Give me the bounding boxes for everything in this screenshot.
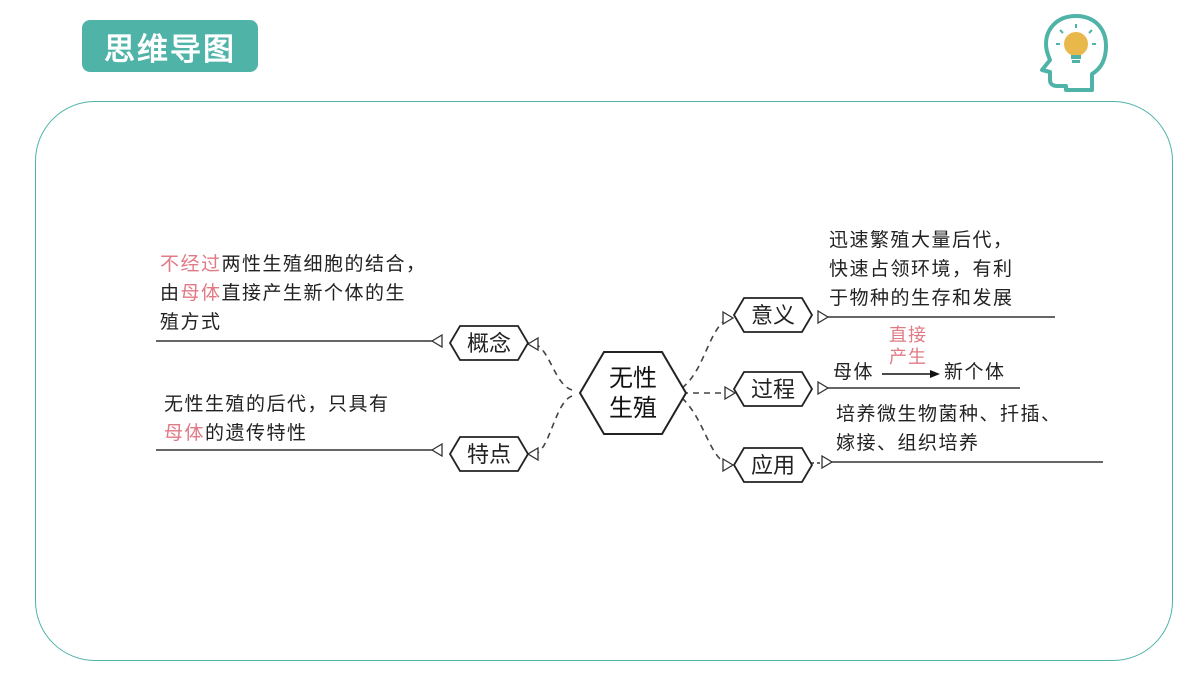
process-to: 新个体	[944, 361, 1006, 383]
meaning-line1: 迅速繁殖大量后代，	[829, 229, 1014, 251]
arrowhead-concept-center	[526, 336, 539, 352]
arrowhead-meaning-in	[722, 310, 735, 326]
node-process	[732, 371, 814, 407]
arrowhead-process-out	[817, 380, 830, 396]
arrowhead-application-out	[821, 454, 834, 470]
concept-line1: 不经过两性生殖细胞的结合，	[160, 253, 427, 275]
meaning-line3: 于物种的生存和发展	[829, 287, 1014, 309]
arrowhead-meaning-out	[817, 309, 830, 325]
feature-line2: 母体的遗传特性	[164, 422, 308, 444]
node-process-label: 过程	[751, 378, 795, 403]
arrowhead-feature-center	[526, 446, 539, 462]
center-node	[578, 351, 688, 435]
connector-feature	[534, 395, 573, 455]
node-concept	[448, 325, 530, 361]
node-feature	[448, 436, 530, 472]
concept-description: 不经过两性生殖细胞的结合， 由母体直接产生新个体的生 殖方式	[160, 250, 427, 337]
application-line2: 嫁接、组织培养	[836, 432, 980, 454]
node-meaning-label: 意义	[751, 304, 795, 329]
node-concept-label: 概念	[467, 332, 511, 357]
process-from: 母体	[833, 361, 875, 383]
concept-line2: 由母体直接产生新个体的生	[160, 282, 407, 304]
center-label-line2: 生殖	[609, 394, 657, 422]
application-line1: 培养微生物菌种、扦插、	[836, 403, 1062, 425]
arrowhead-process-in	[724, 385, 737, 401]
feature-line1: 无性生殖的后代，只具有	[164, 393, 390, 415]
arrowhead-feature-out	[430, 442, 443, 458]
meaning-line2: 快速占领环境，有利	[829, 258, 1014, 280]
process-arrow-label-bottom: 产生	[889, 347, 927, 368]
meaning-description: 迅速繁殖大量后代， 快速占领环境，有利 于物种的生存和发展	[829, 226, 1014, 313]
feature-description: 无性生殖的后代，只具有 母体的遗传特性	[164, 390, 390, 448]
connector-meaning	[681, 317, 729, 389]
node-application-label: 应用	[751, 454, 795, 479]
concept-line3: 殖方式	[160, 311, 222, 333]
section-title-badge: 思维导图	[82, 20, 258, 72]
node-meaning	[732, 297, 814, 333]
node-application	[732, 447, 814, 483]
center-label-line1: 无性	[609, 364, 657, 392]
process-arrow-head	[930, 370, 940, 378]
node-feature-label: 特点	[467, 443, 511, 468]
application-description: 培养微生物菌种、扦插、 嫁接、组织培养	[836, 400, 1062, 458]
process-arrow-label-top: 直接	[889, 325, 927, 346]
arrowhead-concept-out	[430, 333, 443, 349]
connector-application	[681, 397, 729, 466]
connector-concept	[534, 343, 573, 391]
arrowhead-application-in	[722, 457, 735, 473]
head-lightbulb-icon	[1040, 14, 1108, 92]
